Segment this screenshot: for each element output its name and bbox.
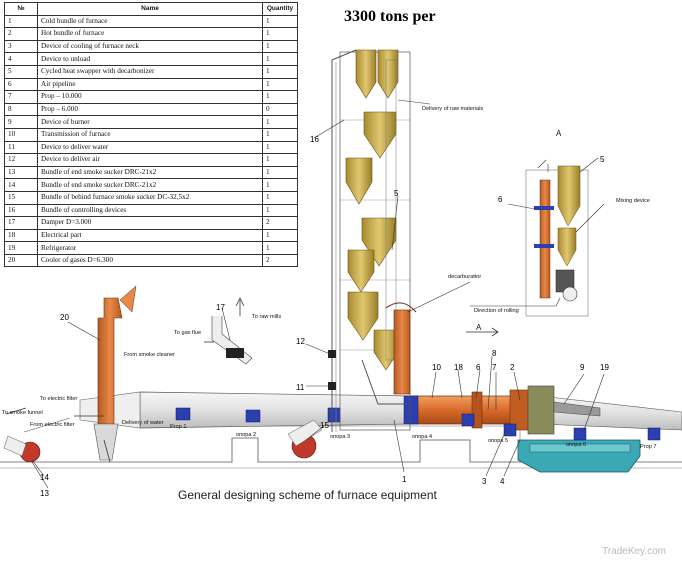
legend-cell-no: 20 bbox=[4, 253, 38, 268]
callout-6-side: 6 bbox=[498, 195, 503, 204]
label-direction-rolling: Direction of rolling bbox=[474, 308, 519, 314]
legend-cell-quantity: 1 bbox=[262, 77, 298, 92]
callout-3: 3 bbox=[482, 477, 487, 486]
leader-lines bbox=[31, 99, 605, 489]
callout-5-side: 5 bbox=[600, 155, 605, 164]
legend-cell-name: Cooler of gases D=6.300 bbox=[37, 253, 263, 268]
damper-valve bbox=[204, 297, 253, 365]
watermark: TradeKey.com bbox=[602, 546, 666, 557]
rotary-kiln-hot-section bbox=[411, 389, 682, 431]
air-supply-pipe bbox=[328, 49, 357, 432]
legend-cell-quantity: 1 bbox=[262, 90, 298, 104]
label-prop-1: Prop 1 bbox=[170, 424, 186, 430]
smoke-exhauster-fans bbox=[3, 417, 323, 463]
callout-15: 15 bbox=[320, 421, 329, 430]
callout-5-main: 5 bbox=[394, 189, 399, 198]
callout-12: 12 bbox=[296, 337, 305, 346]
annotation-labels: Delivery of raw materials decarburattor … bbox=[2, 106, 656, 450]
label-prop-2: опора 2 bbox=[236, 432, 256, 438]
legend-cell-quantity: 1 bbox=[262, 178, 298, 192]
label-decarburattor: decarburattor bbox=[448, 274, 481, 280]
label-prop-5: опора 5 bbox=[488, 438, 508, 444]
label-prop-3: опора 3 bbox=[330, 434, 350, 440]
callout-11: 11 bbox=[296, 383, 305, 392]
flow-arrows bbox=[5, 327, 499, 417]
kiln-hood-burner bbox=[527, 385, 601, 435]
callout-16: 16 bbox=[310, 135, 319, 144]
legend-cell-quantity: 2 bbox=[262, 253, 298, 268]
side-view-a bbox=[525, 164, 589, 317]
label-to-electric-filter: To electric filter bbox=[40, 396, 77, 402]
label-from-electric-filter: From electric filter bbox=[30, 422, 75, 428]
callout-numbers: 1 2 3 4 5 5 6 6 7 8 9 10 11 12 13 14 15 … bbox=[40, 135, 609, 498]
diagram-title: 3300 tons per bbox=[344, 8, 436, 25]
decarbonizer-duct bbox=[385, 302, 417, 395]
preheater-tower bbox=[339, 49, 411, 431]
callout-13: 13 bbox=[40, 489, 49, 498]
label-prop-4: опора 4 bbox=[412, 434, 432, 440]
callout-4: 4 bbox=[500, 477, 505, 486]
callout-8: 8 bbox=[492, 349, 497, 358]
callout-18: 18 bbox=[454, 363, 463, 372]
callout-2: 2 bbox=[510, 363, 515, 372]
kiln-supports bbox=[175, 395, 661, 441]
label-to-gas-flue: To gas flue bbox=[174, 330, 201, 336]
label-to-raw-mills: To raw mills bbox=[252, 314, 281, 320]
callout-20: 20 bbox=[60, 313, 69, 322]
label-prop-7: Prop 7 bbox=[640, 444, 656, 450]
label-delivery-raw: Delivery of raw materials bbox=[422, 106, 483, 112]
callout-19: 19 bbox=[600, 363, 609, 372]
callout-9: 9 bbox=[580, 363, 585, 372]
label-prop-6: опора 6 bbox=[566, 442, 586, 448]
label-mixing-device: Mixing device bbox=[616, 198, 650, 204]
label-delivery-water: Delivery of water bbox=[122, 420, 164, 426]
clinker-cooler bbox=[517, 439, 641, 473]
callout-6-main: 6 bbox=[476, 363, 481, 372]
callout-14: 14 bbox=[40, 473, 49, 482]
gas-cooler-tower bbox=[93, 285, 137, 463]
diagram-caption: General designing scheme of furnace equi… bbox=[178, 488, 437, 502]
label-section-a: A bbox=[556, 129, 562, 138]
callout-17: 17 bbox=[216, 303, 225, 312]
label-from-smoke-cleaner: From smoke cleaner bbox=[124, 352, 175, 358]
label-to-smoke-funnel: To smoke funnel bbox=[2, 410, 43, 416]
callout-7: 7 bbox=[492, 363, 497, 372]
label-arrow-a: A bbox=[476, 323, 482, 332]
callout-10: 10 bbox=[432, 363, 441, 372]
callout-1: 1 bbox=[402, 475, 407, 484]
